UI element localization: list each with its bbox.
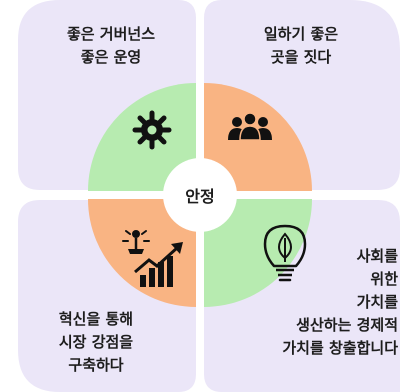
quadrant-top-left-label: 좋은 거버넌스 좋은 운영: [36, 23, 186, 69]
label-line: 좋은 운영: [80, 48, 142, 66]
quadrant-top-right-label: 일하기 좋은 곳을 짓다: [226, 23, 376, 69]
label-line: 좋은 거버넌스: [66, 25, 156, 43]
label-line: 구축하다: [68, 356, 124, 374]
label-line: 가치를 창출합니다: [282, 339, 398, 357]
team-icon: [228, 112, 272, 141]
label-line: 위한: [370, 270, 398, 288]
innovation-growth-icon: [122, 230, 183, 287]
center-label: 안정: [185, 187, 215, 206]
quadrant-bottom-right-label: 사회를 위한 가치를 생산하는 경제적 가치를 창출합니다: [238, 245, 398, 360]
label-line: 혁신을 통해: [58, 310, 134, 328]
label-line: 사회를: [356, 247, 398, 265]
quadrant-bottom-left-label: 혁신을 통해 시장 강점을 구축하다: [26, 308, 166, 377]
gear-icon: [132, 110, 172, 150]
label-line: 시장 강점을: [58, 333, 134, 351]
label-line: 일하기 좋은: [263, 25, 339, 43]
lightbulb-leaf-icon: [263, 224, 307, 282]
center-circle: [163, 158, 237, 232]
label-line: 생산하는 경제적: [296, 316, 398, 334]
label-line: 가치를: [356, 293, 398, 311]
label-line: 곳을 짓다: [270, 48, 332, 66]
